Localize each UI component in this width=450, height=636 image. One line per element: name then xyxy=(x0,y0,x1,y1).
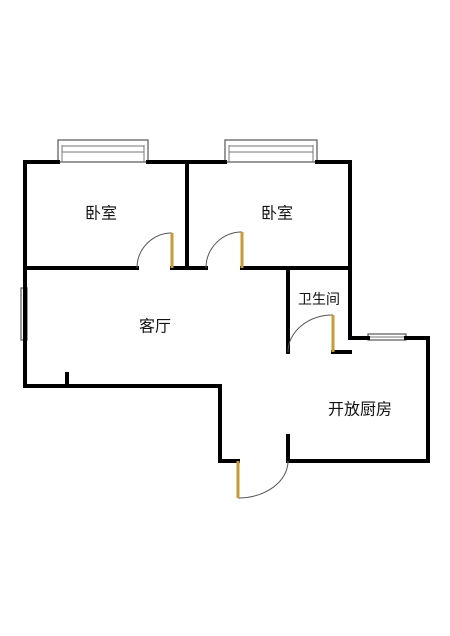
door-entrance xyxy=(236,460,289,499)
window-bedroom-1 xyxy=(57,139,149,163)
room-label-open-kitchen: 开放厨房 xyxy=(328,400,392,419)
door-bedroom-1 xyxy=(136,232,174,269)
room-label-living-room: 客厅 xyxy=(139,317,171,336)
room-label-bathroom: 卫生间 xyxy=(298,292,340,308)
window-kitchen xyxy=(367,333,407,341)
door-bedroom-2 xyxy=(205,231,244,269)
room-label-bedroom-1: 卧室 xyxy=(85,204,117,223)
room-label-bedroom-2: 卧室 xyxy=(261,204,293,223)
door-bathroom xyxy=(287,314,335,353)
interior-walls xyxy=(23,160,352,463)
window-bedroom-2 xyxy=(224,139,318,163)
